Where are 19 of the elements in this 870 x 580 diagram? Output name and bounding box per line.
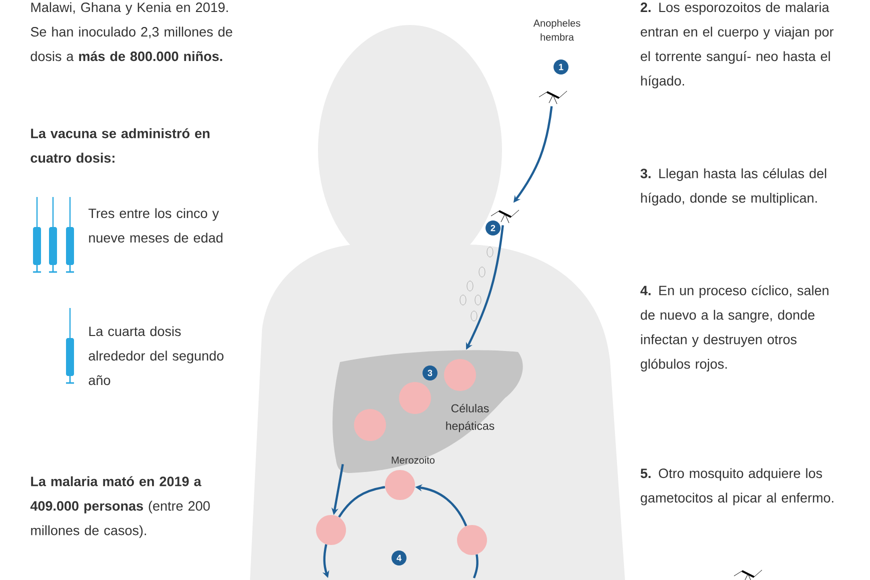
mosquito-icon [490, 210, 520, 224]
paragraph: La malaria mató en 2019 a 409.000 personas (entre 200 millones de casos). [30, 476, 210, 538]
step-badge: 2 [486, 220, 500, 236]
blood-cell [385, 470, 415, 500]
paragraph: Malawi, Ghana y Kenia en 2019. Se han inoculado 2,3 millones de dosis a más de 800.000 niños. [30, 2, 232, 62]
paragraph: 4. En un proceso cíclico, salen de nuevo a la sangre, donde infectan y destruyen otros glóbulos rojos. [640, 285, 828, 372]
paragraph: 2. Los esporozoitos de malaria entran en el cuerpo y viajan por el torrente sanguí- neo hasta el hígado. [640, 2, 834, 88]
paragraph: 5. Otro mosquito adquiere los gametocitos al picar al enfermo. [640, 468, 834, 506]
step-badge: 4 [392, 550, 406, 566]
paragraph: Tres entre los cinco y nueve meses de edad [88, 208, 222, 243]
paragraph: 3. Llegan hasta las células del hígado, donde se multiplican. [640, 168, 826, 206]
liver-drawing: 3 Células hepáticas Merozoito [332, 350, 523, 473]
blood-cell [457, 525, 487, 555]
paragraph: La vacuna se administró en cuatro dosis: [30, 128, 210, 163]
blood-cell [316, 515, 346, 545]
step-badge: 1 [554, 60, 568, 74]
mosquito-label: Anopheles hembra [533, 19, 580, 41]
paragraph: La cuarta dosis alrededor del segundo año [88, 326, 224, 386]
mosquito-icon [538, 90, 568, 104]
